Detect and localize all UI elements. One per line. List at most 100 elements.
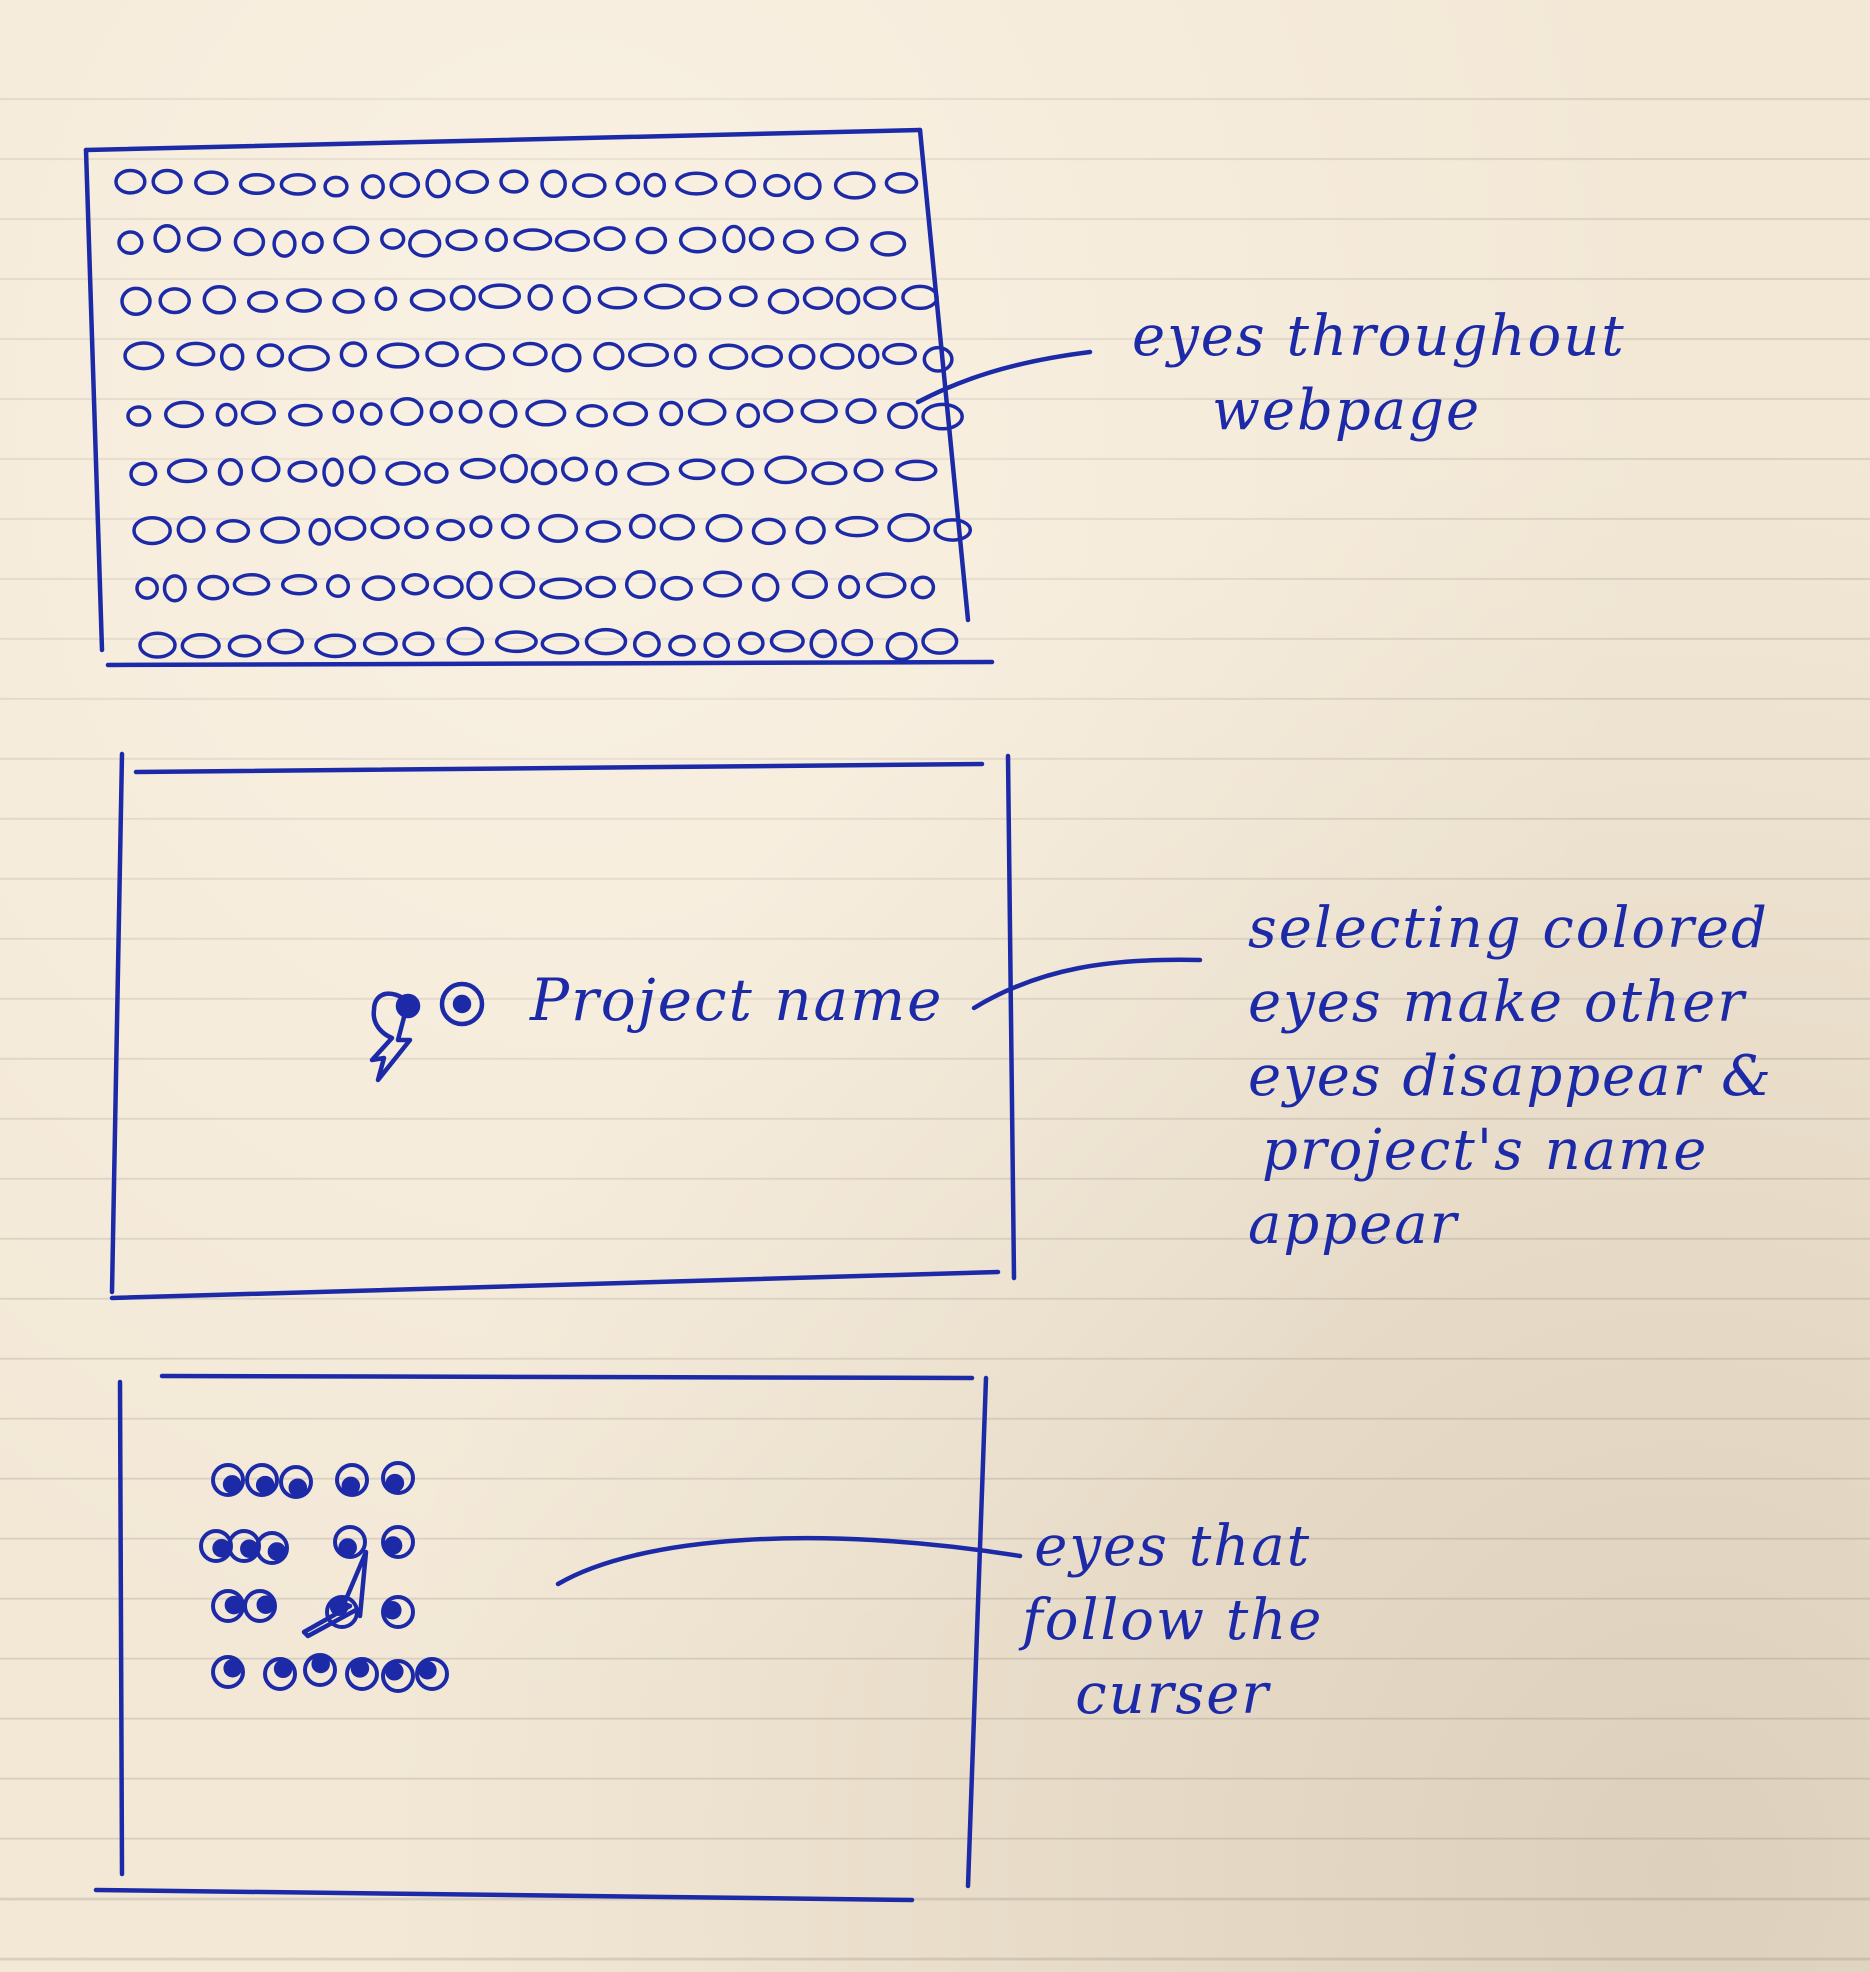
following-eye-icon [381,1595,415,1629]
eye-icon [885,631,918,662]
following-eye-icon [243,1589,277,1623]
eye-icon [465,342,506,371]
eye-icon [301,231,324,255]
eye-icon [659,400,684,427]
eye-icon [540,632,580,655]
eye-icon [678,226,717,254]
eye-icon [748,226,775,251]
eye-icon [835,515,879,538]
eye-icon [288,403,323,427]
following-eye-icon [255,1531,289,1565]
following-eye-icon [211,1463,245,1497]
eye-icon [323,175,349,198]
eye-icon [910,575,936,600]
eye-icon [370,515,400,540]
eye-icon [151,168,183,195]
eye-icon [708,343,749,370]
eyes-grid [114,168,973,662]
eye-icon [525,399,567,427]
frame-cursor-follow [93,1373,989,1903]
eye-icon [458,399,483,424]
eye-icon [668,634,696,657]
eye-icon [409,288,446,312]
eye-icon [922,345,954,373]
eye-icon [314,633,357,659]
eye-icon [425,169,451,199]
eye-icon [401,572,430,596]
eye-icon [469,515,493,538]
eye-icon [138,631,177,659]
eye-icon [260,516,301,544]
eye-icon [530,459,558,486]
eye-icon [887,402,918,430]
eye-icon [722,224,746,254]
eye-icon [895,459,938,482]
leader-line-follow [555,1535,1023,1587]
eye-icon [449,285,476,311]
eye-icon [176,341,216,367]
eye-icon [233,227,266,257]
annotation-line: follow the [1022,1588,1324,1653]
eye-icon [751,572,780,602]
eye-icon [197,574,230,601]
eye-icon [216,518,251,543]
eye-icon [627,461,670,486]
eye-icon [593,226,626,252]
following-eye-icon [211,1589,245,1623]
eye-icon [332,399,355,424]
following-eye-icon [345,1657,379,1691]
annotation-line: eyes disappear & [1248,1044,1773,1109]
eye-icon [838,574,861,600]
eye-icon [322,457,344,487]
eye-icon [921,627,959,655]
eye-icon [921,402,964,431]
eye-icon [429,400,453,424]
eye-icon [628,513,656,540]
project-name-label[interactable]: Project name [530,966,944,1034]
eye-icon [117,230,144,255]
eye-icon [180,633,221,659]
hand-pointer-icon [369,991,421,1083]
eye-icon [764,455,807,485]
eye-icon [374,286,398,312]
eye-icon [361,575,396,601]
following-eye-icon [199,1529,233,1563]
eye-icon [703,570,743,598]
eye-icon [334,515,367,541]
eye-icon [380,228,406,250]
eye-icon [853,458,884,483]
eye-icon [158,287,191,315]
eye-icon [687,398,727,426]
eye-icon [332,288,365,314]
eye-icon [857,343,880,369]
eye-icon [186,226,222,252]
annotation-eyes-follow-cursor: eyes that follow the curser [1022,1510,1323,1732]
eye-icon [436,518,466,542]
eye-icon [286,288,322,313]
eye-icon [238,172,275,196]
eye-icon [627,342,670,368]
annotation-line: curser [1075,1662,1271,1727]
eye-icon [643,172,667,198]
eye-icon [362,631,398,656]
eye-icon [763,399,794,423]
eye-icon [129,461,158,487]
eye-icon [791,570,829,600]
eye-icon [219,343,245,371]
annotation-line: eyes that [1034,1514,1312,1579]
following-eye-icon [381,1659,415,1693]
eye-icon [845,398,877,425]
eye-icon [675,171,718,196]
eye-icon [703,632,731,659]
eye-icon [120,286,152,316]
eye-icon [884,172,919,194]
eye-icon [163,400,205,429]
eye-icon [643,283,686,310]
eye-icon [513,228,553,251]
eye-icon [404,516,429,540]
eye-icon [863,286,897,310]
following-eyes-cluster [199,1461,449,1693]
following-eye-icon [415,1657,449,1691]
frame-eyes-grid [83,127,995,668]
